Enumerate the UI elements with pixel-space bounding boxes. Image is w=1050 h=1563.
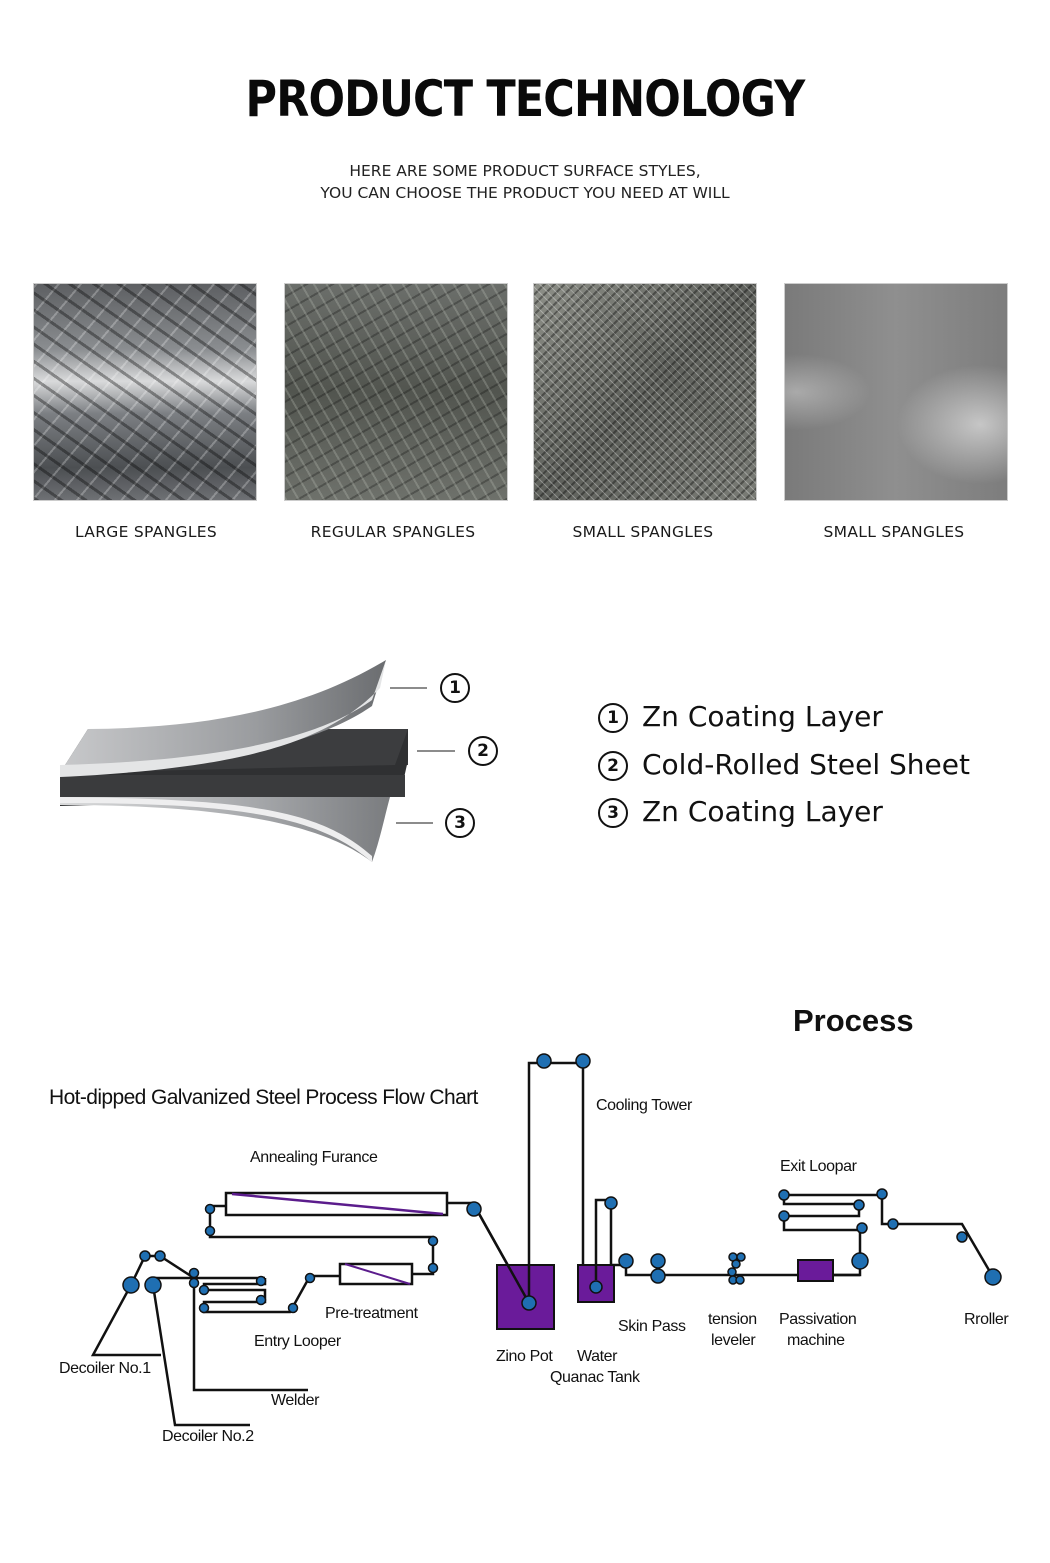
callout-2: 2 xyxy=(468,736,498,766)
surface-label-small-2: SMALL SPANGLES xyxy=(823,523,965,541)
zinc-layer-top xyxy=(60,660,386,773)
label-quench-tank: Quanac Tank xyxy=(550,1369,640,1386)
label-pretreatment: Pre-treatment xyxy=(325,1305,418,1322)
steel-core-side xyxy=(60,775,405,797)
label-recoiler: Rroller xyxy=(964,1311,1009,1328)
label-welder: Welder xyxy=(271,1392,319,1409)
label-skin-pass: Skin Pass xyxy=(618,1318,686,1335)
label-machine: machine xyxy=(787,1332,845,1349)
page-subtitle: HERE ARE SOME PRODUCT SURFACE STYLES, YO… xyxy=(0,160,1050,204)
label-decoiler-2: Decoiler No.2 xyxy=(162,1428,254,1445)
label-leveler: leveler xyxy=(711,1332,756,1349)
subtitle-line-1: HERE ARE SOME PRODUCT SURFACE STYLES, xyxy=(349,162,701,180)
passivation-machine xyxy=(797,1259,834,1282)
label-entry-looper: Entry Looper xyxy=(254,1333,341,1350)
callout-3: 3 xyxy=(445,808,475,838)
zero-spangle-image xyxy=(784,283,1008,501)
label-cooling-tower: Cooling Tower xyxy=(596,1097,692,1114)
page-title: PRODUCT TECHNOLOGY xyxy=(245,70,806,128)
process-heading: Process xyxy=(793,1003,914,1038)
label-exit-looper: Exit Loopar xyxy=(780,1158,857,1175)
label-water: Water xyxy=(577,1348,618,1365)
subtitle-line-2: YOU CAN CHOOSE THE PRODUCT YOU NEED AT W… xyxy=(320,184,730,202)
label-tension: tension xyxy=(708,1311,757,1328)
label-annealing-furnace: Annealing Furance xyxy=(250,1149,378,1166)
regular-spangle-image xyxy=(284,283,508,501)
label-passivation: Passivation xyxy=(779,1311,857,1328)
label-decoiler-1: Decoiler No.1 xyxy=(59,1360,151,1377)
large-spangle-image xyxy=(33,283,257,501)
small-spangle-image xyxy=(533,283,757,501)
surface-label-large: LARGE SPANGLES xyxy=(75,523,217,541)
label-zinc-pot: Zino Pot xyxy=(496,1348,553,1365)
roller-icons xyxy=(122,1053,1002,1314)
flow-chart-title: Hot-dipped Galvanized Steel Process Flow… xyxy=(49,1086,478,1109)
callout-1: 1 xyxy=(440,673,470,703)
zinc-layer-bottom xyxy=(60,797,390,862)
surface-label-regular: REGULAR SPANGLES xyxy=(310,523,476,541)
surface-label-small: SMALL SPANGLES xyxy=(572,523,714,541)
